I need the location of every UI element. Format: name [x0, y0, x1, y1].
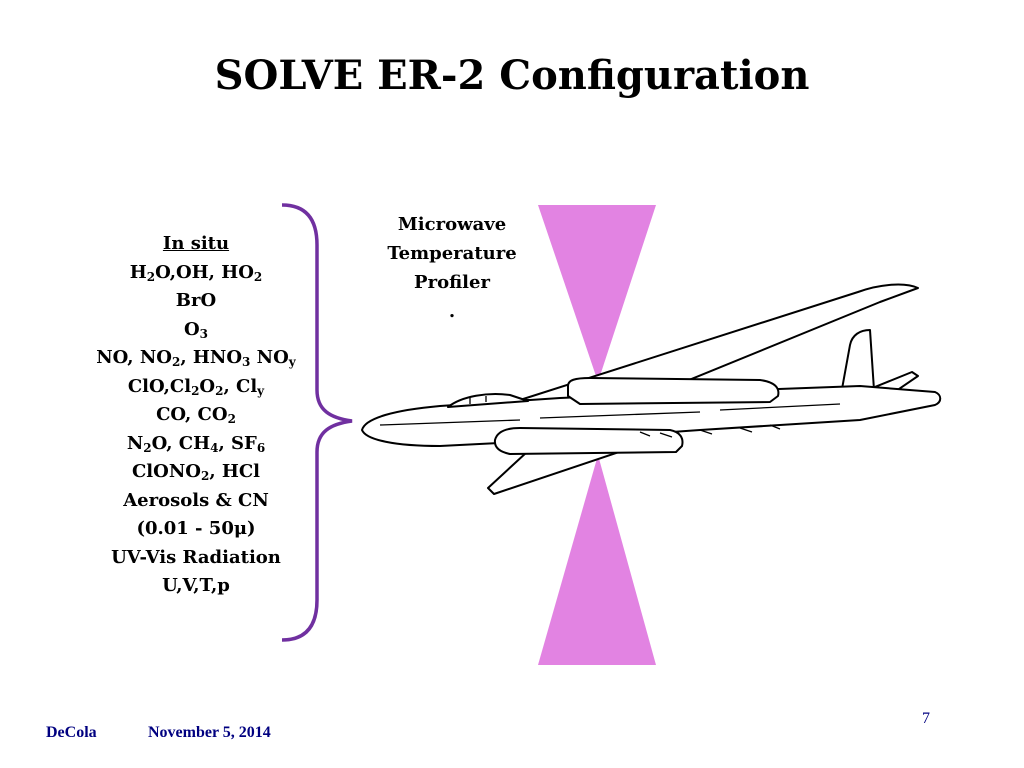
- item-text: O: [199, 375, 216, 397]
- item-text: NO, NO: [96, 347, 172, 368]
- subscript: y: [257, 383, 265, 398]
- aircraft-detail-lines: [379, 396, 841, 438]
- subscript: 2: [253, 269, 263, 284]
- item-text: ClONO: [131, 461, 201, 482]
- label-line: .: [448, 301, 456, 322]
- item-text: NO: [250, 347, 289, 368]
- item-text: O: [183, 318, 200, 340]
- page-number: 7: [922, 710, 930, 727]
- subscript: 2: [191, 383, 200, 398]
- label-line: Temperature: [387, 243, 517, 264]
- in-situ-item: Aerosols & CN: [78, 487, 314, 516]
- item-text: O,OH, HO: [155, 261, 254, 283]
- item-text: BrO: [175, 290, 217, 311]
- item-text: , HCl: [209, 461, 261, 482]
- subscript: 2: [171, 355, 181, 369]
- item-text: Aerosols & CN: [123, 489, 269, 511]
- item-text: N: [126, 432, 144, 454]
- in-situ-item: CO, CO2: [78, 401, 314, 430]
- label-line: Profiler: [414, 272, 490, 293]
- in-situ-item: H2O,OH, HO2: [78, 259, 314, 288]
- footer-author: DeCola: [46, 724, 97, 741]
- subscript: 2: [200, 469, 210, 483]
- subscript: 4: [210, 440, 219, 455]
- item-text: U,V,T,p: [162, 575, 230, 596]
- item-text: (0.01 - 50μ): [136, 518, 256, 539]
- item-text: UV-Vis Radiation: [111, 546, 281, 568]
- in-situ-item: U,V,T,p: [78, 572, 314, 601]
- in-situ-item: BrO: [78, 287, 314, 316]
- subscript: 2: [215, 383, 224, 398]
- in-situ-item: UV-Vis Radiation: [78, 544, 314, 573]
- in-situ-item: N2O, CH4, SF6: [78, 430, 314, 459]
- item-text: ClO,Cl: [127, 375, 192, 397]
- item-text: CO, CO: [156, 404, 228, 425]
- microwave-profiler-label: Microwave Temperature Profiler .: [372, 210, 532, 326]
- in-situ-heading: In situ: [162, 233, 230, 254]
- subscript: 3: [242, 355, 251, 369]
- upper-microwave-beam: [538, 205, 656, 382]
- item-text: , HNO: [180, 347, 243, 368]
- subscript: 2: [227, 412, 236, 426]
- subscript: y: [288, 355, 296, 369]
- label-line: Microwave: [397, 214, 507, 235]
- item-text: H: [129, 261, 147, 283]
- in-situ-item: ClO,Cl2O2, Cly: [78, 373, 314, 402]
- footer-date: November 5, 2014: [148, 724, 271, 741]
- curly-brace-icon: [281, 203, 353, 642]
- subscript: 2: [146, 269, 156, 284]
- item-text: , SF: [218, 432, 257, 454]
- in-situ-item: ClONO2, HCl: [78, 458, 314, 487]
- subscript: 6: [256, 440, 266, 455]
- subscript: 2: [143, 440, 152, 455]
- in-situ-item: NO, NO2, HNO3 NOy: [78, 344, 314, 373]
- slide-title: SOLVE ER-2 Configuration: [214, 52, 810, 99]
- in-situ-item: (0.01 - 50μ): [78, 515, 314, 544]
- er2-aircraft-icon: [361, 283, 942, 495]
- lower-microwave-beam: [538, 455, 656, 665]
- item-text: O, CH: [151, 432, 211, 454]
- subscript: 3: [199, 326, 209, 341]
- in-situ-item: O3: [78, 316, 314, 345]
- item-text: , Cl: [223, 375, 258, 397]
